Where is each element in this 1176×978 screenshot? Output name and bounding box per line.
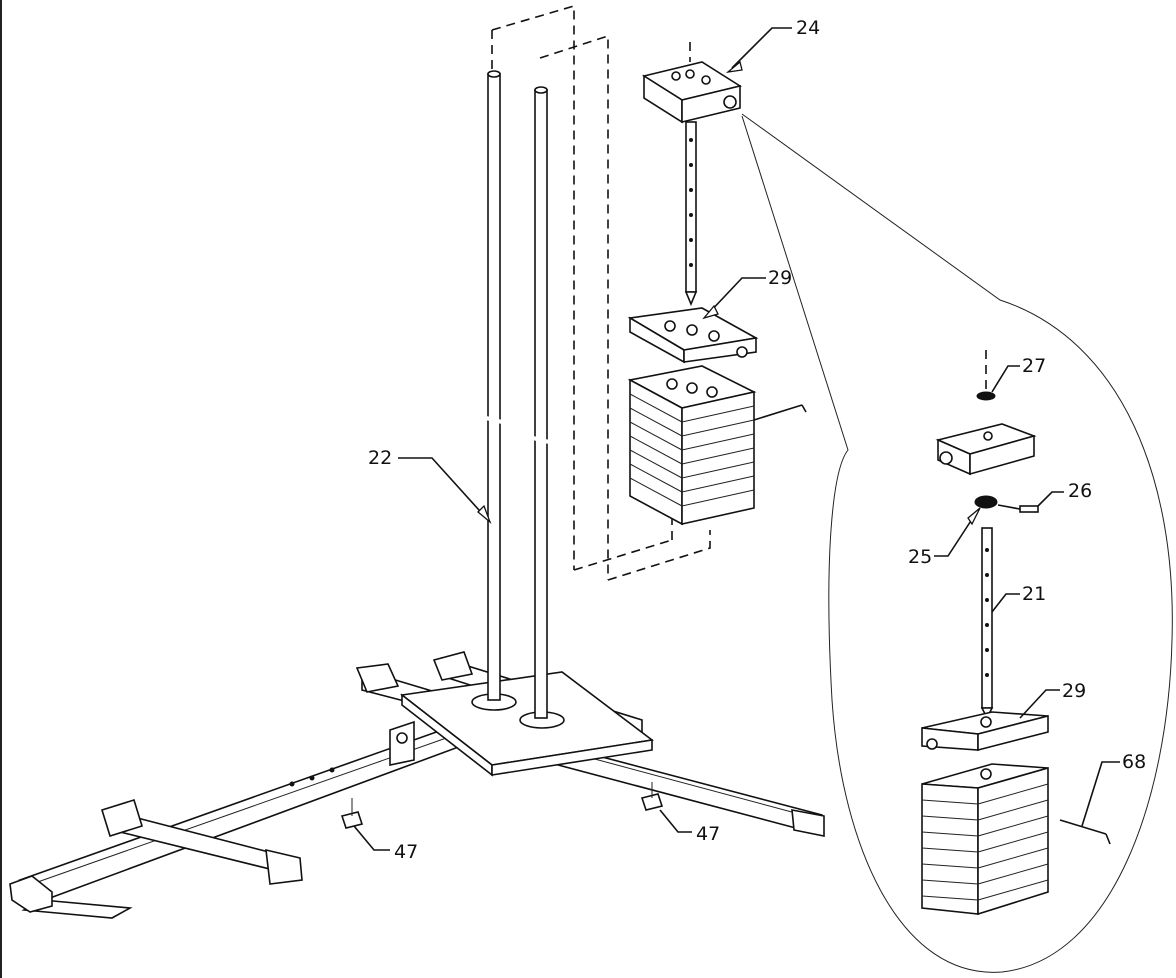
detail-pin — [997, 504, 1039, 513]
top-plate — [641, 42, 743, 307]
detail-weight-stack — [921, 763, 1049, 916]
callout-68: 68 — [1122, 751, 1146, 773]
guide-rods — [485, 70, 550, 719]
callout-29-upper: 29 — [768, 267, 792, 289]
callout-26: 26 — [1068, 480, 1092, 502]
leader-lines — [353, 27, 1120, 851]
callout-24: 24 — [796, 17, 820, 39]
callout-22: 22 — [368, 447, 392, 469]
base-frame — [9, 651, 825, 919]
callout-29-detail: 29 — [1062, 680, 1086, 702]
callout-27: 27 — [1022, 355, 1046, 377]
detail-selector-plate — [921, 711, 1049, 752]
detail-top-plate — [935, 423, 1037, 476]
callout-25: 25 — [908, 546, 932, 568]
callout-47-right: 47 — [696, 823, 720, 845]
detail-callout-bubble — [741, 113, 1173, 973]
detail-bushing — [974, 495, 998, 509]
weight-stack — [627, 365, 807, 526]
callout-labels: 24 29 22 27 26 25 21 29 68 47 47 — [368, 17, 1146, 863]
detail-washer — [976, 350, 996, 401]
foot-right — [640, 782, 664, 811]
callout-47-left: 47 — [394, 841, 418, 863]
foot-left — [340, 798, 364, 829]
detail-selector-pin — [1059, 819, 1111, 845]
callout-21: 21 — [1022, 583, 1046, 605]
detail-selector-rod — [980, 527, 994, 720]
selector-plate — [627, 307, 759, 364]
